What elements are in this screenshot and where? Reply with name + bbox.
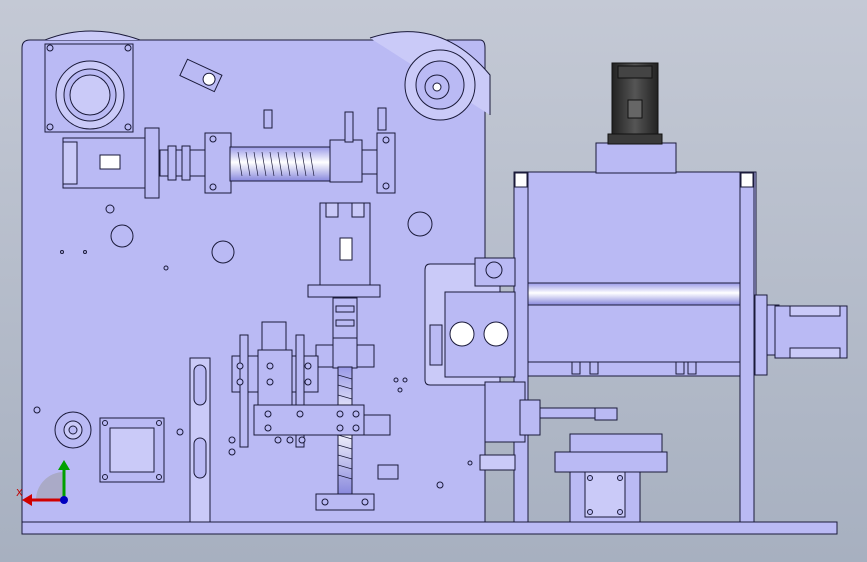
slide-block-assembly xyxy=(228,321,391,456)
axis-x-arrow xyxy=(22,494,32,506)
axis-triad-disc xyxy=(36,472,64,500)
vertical-motor xyxy=(307,202,381,339)
right-frame xyxy=(513,142,757,523)
servo-motor-top xyxy=(607,62,663,145)
screw-thread-top xyxy=(237,151,315,177)
base-plate xyxy=(21,521,838,535)
small-bracket xyxy=(377,464,399,480)
bearing-housing xyxy=(44,43,134,133)
slotted-plate xyxy=(189,357,211,523)
axis-z-arrow xyxy=(58,460,70,470)
tilted-bracket xyxy=(179,58,223,93)
frame-rollers xyxy=(571,361,697,375)
stepper-square-bottom-left xyxy=(99,417,165,483)
horizontal-linear-module xyxy=(62,107,396,199)
axis-triad: X xyxy=(16,460,70,506)
panel-holes xyxy=(33,204,473,489)
gearbox-bottom-right xyxy=(554,433,668,523)
axis-x-label: X xyxy=(16,488,23,499)
axis-origin xyxy=(60,496,68,504)
side-motor-right xyxy=(754,294,848,376)
center-drive-unit xyxy=(424,257,618,471)
screw-thread-vertical xyxy=(337,374,353,480)
round-flange xyxy=(54,411,92,449)
